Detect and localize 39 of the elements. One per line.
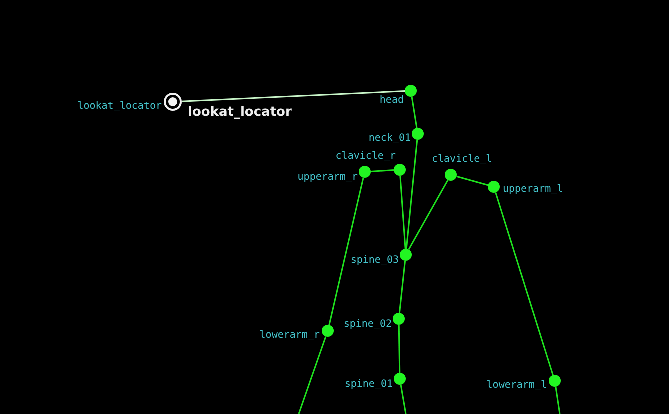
joint-dot-icon xyxy=(412,128,424,140)
joint-dot-icon xyxy=(445,169,457,181)
joint-dot-icon xyxy=(394,373,406,385)
joint-dot-icon xyxy=(549,375,561,387)
joint-dot-icon xyxy=(400,249,412,261)
joint-label: clavicle_r xyxy=(336,151,396,163)
joint-dot-icon xyxy=(359,166,371,178)
bone-line xyxy=(398,260,406,314)
joint-label: spine_03 xyxy=(350,255,399,267)
bone-line xyxy=(411,96,418,128)
bone-line xyxy=(400,384,407,414)
joint-label: spine_02 xyxy=(344,319,392,331)
joint-dot-icon xyxy=(394,164,406,176)
bone-line xyxy=(406,140,418,250)
joint-dot-icon xyxy=(322,325,334,337)
joint-label: upperarm_r xyxy=(298,172,358,184)
joint-label: clavicle_l xyxy=(432,154,492,166)
bone-line xyxy=(456,176,488,186)
bone-line xyxy=(370,170,394,172)
bone-line xyxy=(398,324,401,374)
aim-line xyxy=(182,90,406,102)
joint-dot-icon xyxy=(488,181,500,193)
joint-dot-icon xyxy=(405,85,417,97)
joint-label: neck_01 xyxy=(368,133,411,145)
joint-label: lowerarm_r xyxy=(260,330,320,342)
bone-line xyxy=(298,336,327,414)
bone-line xyxy=(495,192,554,376)
joint-label: upperarm_l xyxy=(503,184,564,196)
bone-line xyxy=(328,178,364,326)
joint-label: lowerarm_l xyxy=(486,380,547,392)
bone-line xyxy=(400,176,406,250)
locator-label: lookat_locator xyxy=(188,104,292,120)
joint-label: lookat_locator xyxy=(78,101,162,113)
joint-dot-icon xyxy=(393,313,405,325)
joint-label: head xyxy=(380,95,404,107)
bone-line xyxy=(408,180,449,250)
joint-label: spine_01 xyxy=(344,379,393,391)
bone-line xyxy=(555,386,561,414)
locator-ring-icon xyxy=(164,93,182,111)
